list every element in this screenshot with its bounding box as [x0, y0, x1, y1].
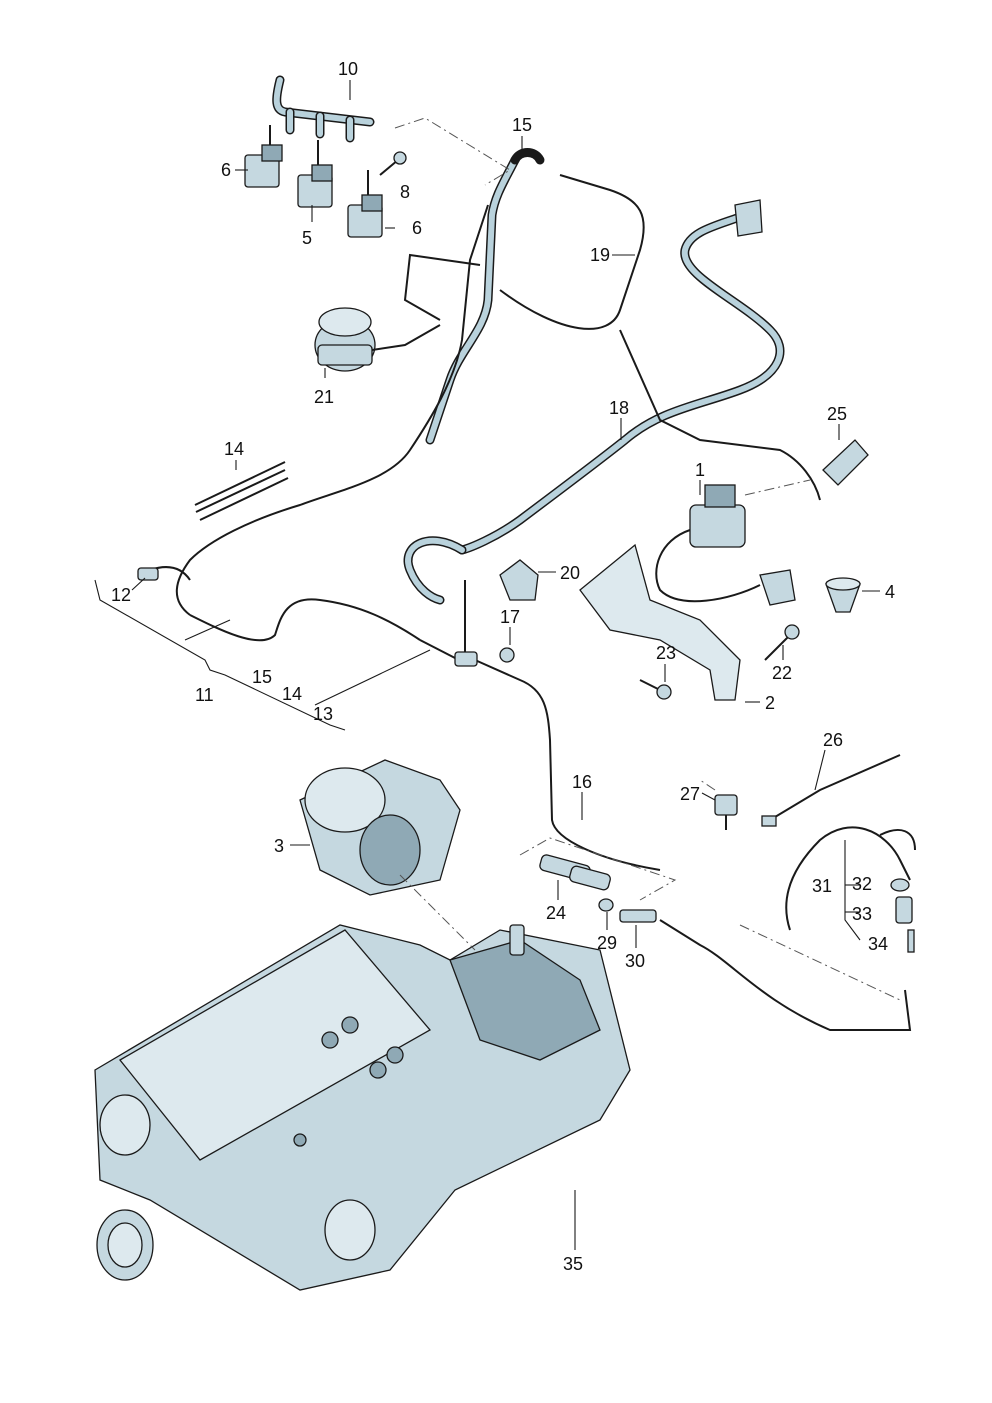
part-label-14: 14 — [282, 684, 303, 704]
hose-24 — [539, 854, 611, 891]
throttle-body-3 — [299, 759, 461, 896]
part-label-10: 10 — [338, 59, 359, 79]
bolt-23 — [639, 679, 672, 700]
cable-26 — [761, 754, 901, 827]
solenoid-valve-6-left — [244, 125, 283, 188]
parts-32-34 — [890, 878, 915, 953]
leader-lines — [94, 80, 880, 1250]
part-label-15: 15 — [512, 115, 533, 135]
valve-1 — [655, 484, 796, 606]
supercharger-35 — [94, 924, 631, 1291]
sleeve-25 — [822, 439, 869, 486]
part-label-6: 6 — [412, 218, 423, 238]
part-label-22: 22 — [772, 663, 793, 683]
part-label-35: 35 — [563, 1254, 584, 1274]
bracket-2 — [579, 543, 741, 701]
ring-29 — [598, 898, 614, 912]
solenoid-valve-5 — [297, 140, 333, 208]
part-label-18: 18 — [609, 398, 630, 418]
part-label-21: 21 — [314, 387, 335, 407]
part-label-16: 16 — [572, 772, 593, 792]
grommet-4 — [825, 577, 861, 613]
part-label-12: 12 — [111, 585, 132, 605]
clip-27 — [714, 794, 738, 830]
bolt-22 — [764, 624, 800, 661]
connector-12 — [137, 567, 159, 581]
part-label-17: 17 — [500, 607, 521, 627]
connector-30 — [619, 909, 657, 923]
valve-21 — [314, 307, 441, 372]
part-label-19: 19 — [590, 245, 611, 265]
part-label-27: 27 — [680, 784, 701, 804]
part-label-1: 1 — [695, 460, 706, 480]
part-label-26: 26 — [823, 730, 844, 750]
part-label-8: 8 — [400, 182, 411, 202]
part-label-31: 31 — [812, 876, 833, 896]
main-hose — [403, 199, 785, 605]
harness-right — [659, 919, 912, 1031]
t-connector-13 — [419, 580, 478, 667]
part-label-3: 3 — [274, 836, 285, 856]
part-label-11: 11 — [195, 685, 214, 705]
part-label-30: 30 — [625, 951, 646, 971]
part-label-33: 33 — [852, 904, 873, 924]
part-label-29: 29 — [597, 933, 618, 953]
part-label-25: 25 — [827, 404, 848, 424]
part-label-15: 15 — [252, 667, 273, 687]
part-label-34: 34 — [868, 934, 889, 954]
dashed-connectors — [394, 117, 901, 1001]
part-label-20: 20 — [560, 563, 581, 583]
cable-tie-14 — [194, 461, 289, 521]
part-label-4: 4 — [885, 582, 896, 602]
part-label-13: 13 — [313, 704, 334, 724]
part-label-24: 24 — [546, 903, 567, 923]
vacuum-lines — [149, 148, 821, 871]
part-label-14: 14 — [224, 439, 245, 459]
line-31 — [785, 826, 916, 931]
part-label-32: 32 — [852, 874, 873, 894]
part-label-23: 23 — [656, 643, 677, 663]
part-label-6: 6 — [221, 160, 232, 180]
bracket-20 — [499, 559, 539, 601]
hose-manifold-10 — [272, 75, 375, 143]
part-label-2: 2 — [765, 693, 776, 713]
bolt-17 — [499, 647, 515, 663]
part-label-5: 5 — [302, 228, 313, 248]
bolt-8 — [379, 151, 407, 176]
solenoid-valve-6-right — [347, 170, 383, 238]
